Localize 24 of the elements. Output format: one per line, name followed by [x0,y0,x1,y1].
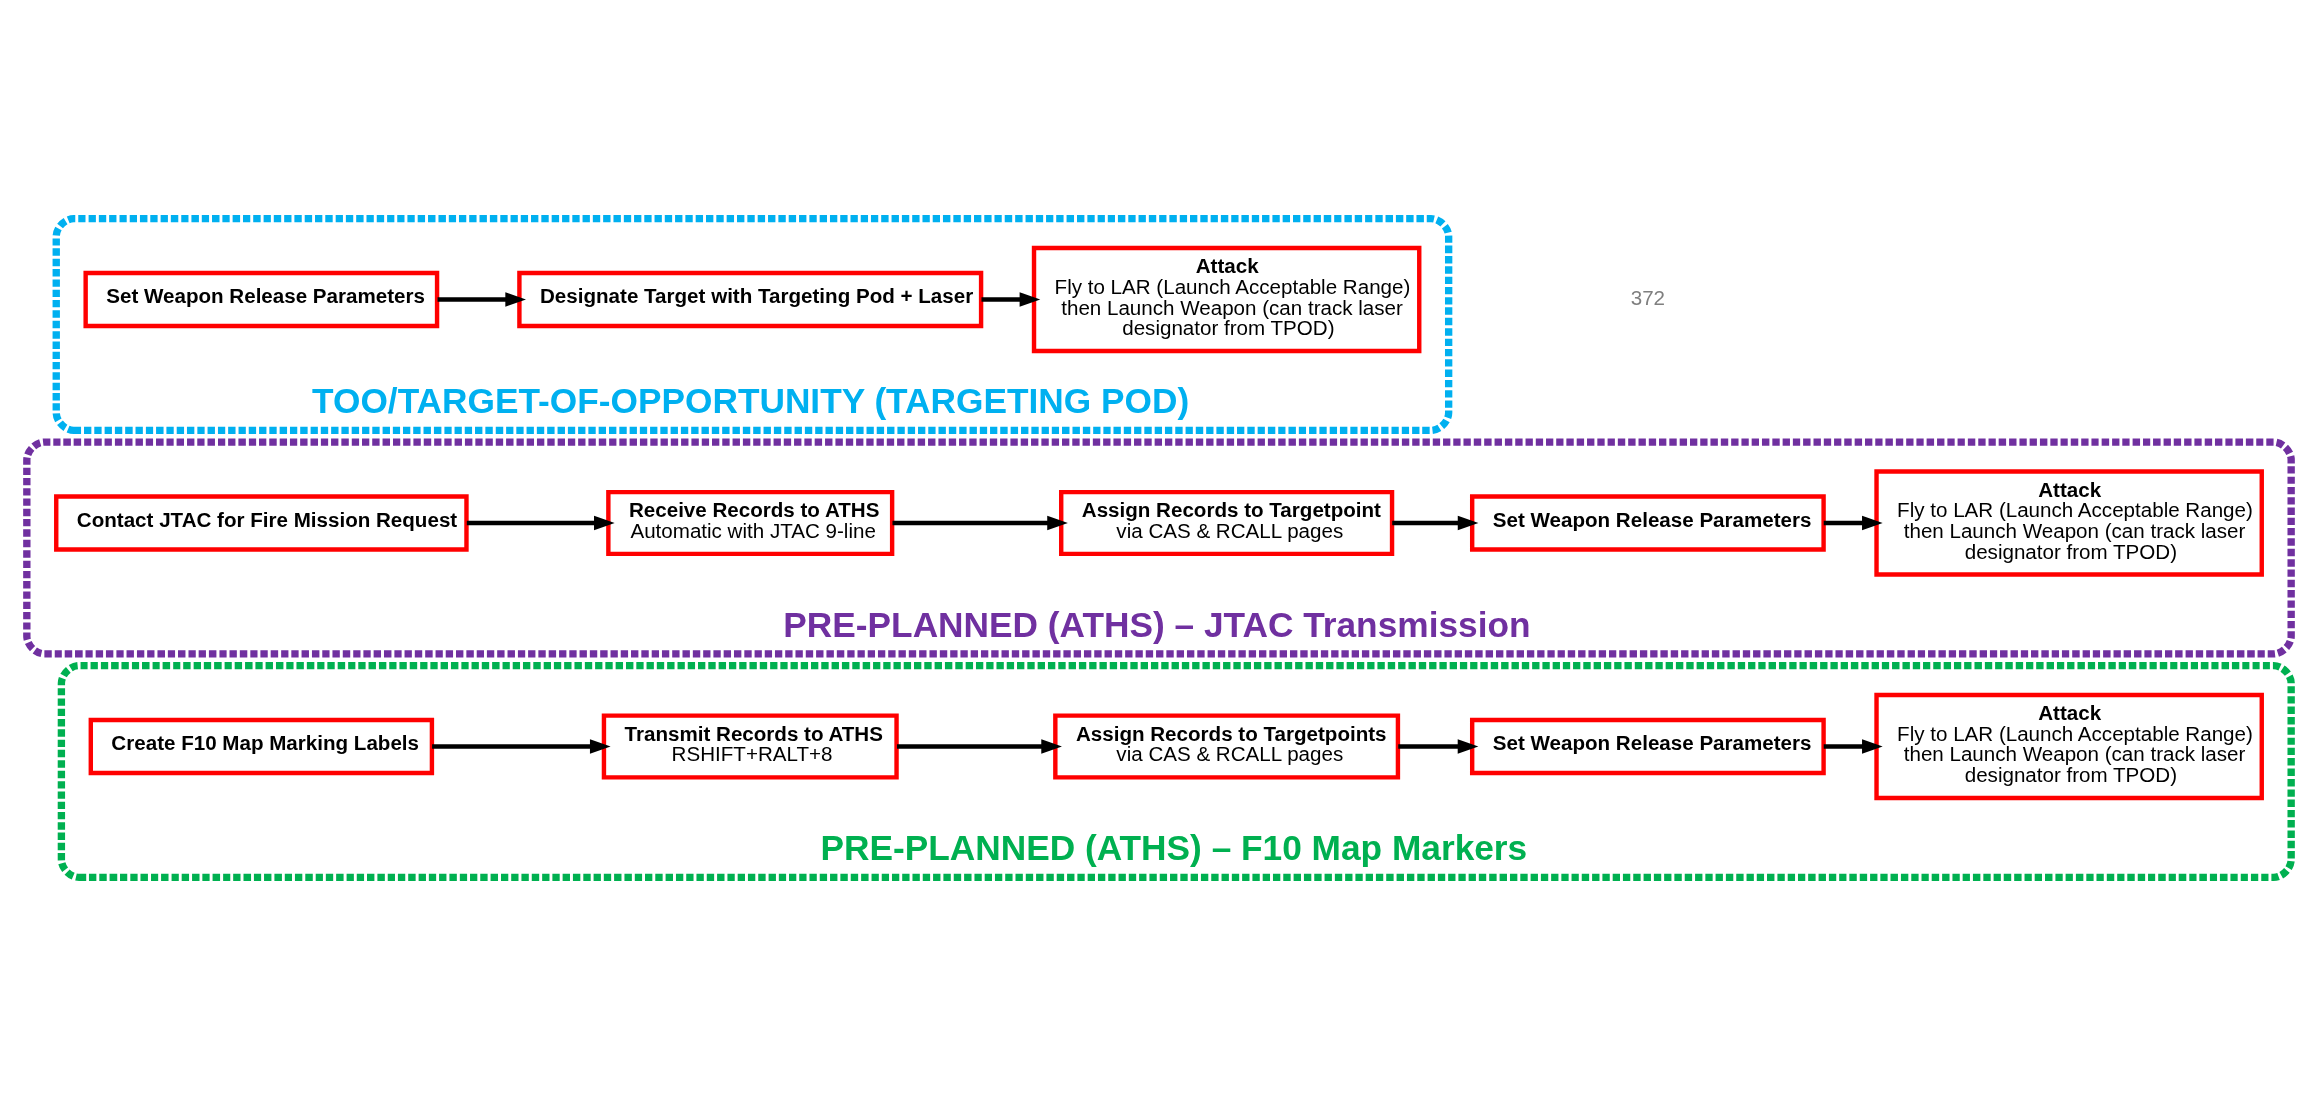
node-box: Assign Records to Targetpoint via CAS & RCALL pages [1059,489,1395,557]
node-box: Set Weapon Release Parameters [1469,494,1826,552]
arrow [897,739,1062,754]
node-box: Attack Fly to LAR (Launch Acceptable Range) then Launch Weapon (can track laser designator from TPOD) [1031,245,1422,354]
node-box: Attack Fly to LAR (Launch Acceptable Range) then Launch Weapon (can track laser designator from TPOD) [1874,692,2264,801]
arrow [432,739,611,754]
node-box: Assign Records to Targetpoints via CAS & RCALL pages [1053,713,1401,780]
node-box: Contact JTAC for Fire Mission Request [54,494,469,552]
node-box: Set Weapon Release Parameters [1469,717,1826,776]
arrow [466,515,615,531]
node-box: Transmit Records to ATHS RSHIFT+RALT+8 [601,713,899,780]
arrow [1398,739,1479,754]
node-box: Designate Target with Targeting Pod + Laser [517,270,984,329]
node-box: Attack Fly to LAR (Launch Acceptable Range) then Launch Weapon (can track laser designator from TPOD) [1874,469,2264,577]
arrow [437,292,526,307]
node-box: Receive Records to ATHS Automatic with JTAC 9-line [606,489,895,557]
arrow [981,292,1041,307]
arrow [1823,739,1883,754]
arrow [892,515,1068,531]
label: 372 [1630,285,1666,309]
arrow [1392,515,1479,531]
node-box: Set Weapon Release Parameters [83,270,440,329]
node-box: Create F10 Map Marking Labels [88,717,435,776]
arrow [1823,515,1883,531]
